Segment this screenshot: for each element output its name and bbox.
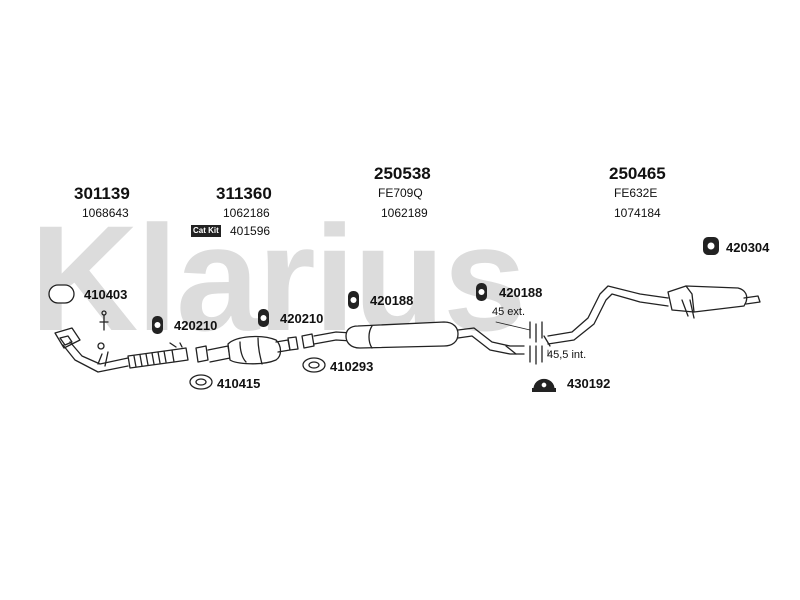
- gasket-410415-icon[interactable]: [189, 374, 213, 390]
- part-number-rear-silencer[interactable]: 250465: [609, 164, 666, 183]
- part-number-front-pipe[interactable]: 301139: [74, 184, 130, 203]
- rubber-mount-420210-icon[interactable]: [152, 316, 163, 334]
- hardware-label-420210[interactable]: 420210: [174, 318, 218, 333]
- cat-kit-reference: 401596: [230, 224, 271, 238]
- rubber-mount-420188-icon[interactable]: [476, 283, 487, 301]
- overlap-note-internal: 45,5 int.: [547, 349, 587, 361]
- hardware-label-420210[interactable]: 420210: [280, 311, 324, 326]
- catalyst-311360[interactable]: [195, 335, 299, 365]
- front-pipe-301139[interactable]: [54, 310, 189, 373]
- oe-code-middle-silencer: FE709Q: [378, 186, 423, 200]
- rubber-mount-420304-icon[interactable]: [703, 237, 719, 255]
- hardware-label-410293[interactable]: 410293: [330, 359, 374, 374]
- rubber-mount-420188-icon[interactable]: [348, 291, 359, 309]
- hardware-label-420188[interactable]: 420188: [499, 285, 543, 300]
- hardware-label-410403[interactable]: 410403: [84, 287, 128, 302]
- gasket-410403-icon[interactable]: [48, 284, 75, 304]
- oe-code-rear-silencer: FE632E: [614, 186, 658, 200]
- overlap-note-external: 45 ext.: [492, 306, 526, 318]
- middle-silencer-250538[interactable]: [301, 321, 525, 355]
- flex-bellows: [127, 349, 175, 369]
- reference-number-middle-silencer: 1062189: [381, 206, 428, 220]
- reference-number-catalyst: 1062186: [223, 206, 270, 220]
- reference-number-rear-silencer: 1074184: [614, 206, 661, 220]
- hardware-label-420188[interactable]: 420188: [370, 293, 414, 308]
- gasket-410293-icon[interactable]: [302, 357, 326, 373]
- hardware-label-410415[interactable]: 410415: [217, 376, 261, 391]
- reference-number-front-pipe: 1068643: [82, 206, 129, 220]
- rubber-mount-420210-icon[interactable]: [258, 309, 269, 327]
- part-number-catalyst[interactable]: 311360: [216, 184, 272, 203]
- clamp-430192-icon[interactable]: [532, 378, 556, 393]
- rear-silencer-250465[interactable]: [543, 285, 761, 347]
- cat-kit-badge: Cat Kit: [191, 225, 221, 237]
- part-number-middle-silencer[interactable]: 250538: [374, 164, 431, 183]
- overlap-joint-marks: [495, 321, 549, 365]
- hardware-label-430192[interactable]: 430192: [567, 376, 611, 391]
- hardware-label-420304[interactable]: 420304: [726, 240, 770, 255]
